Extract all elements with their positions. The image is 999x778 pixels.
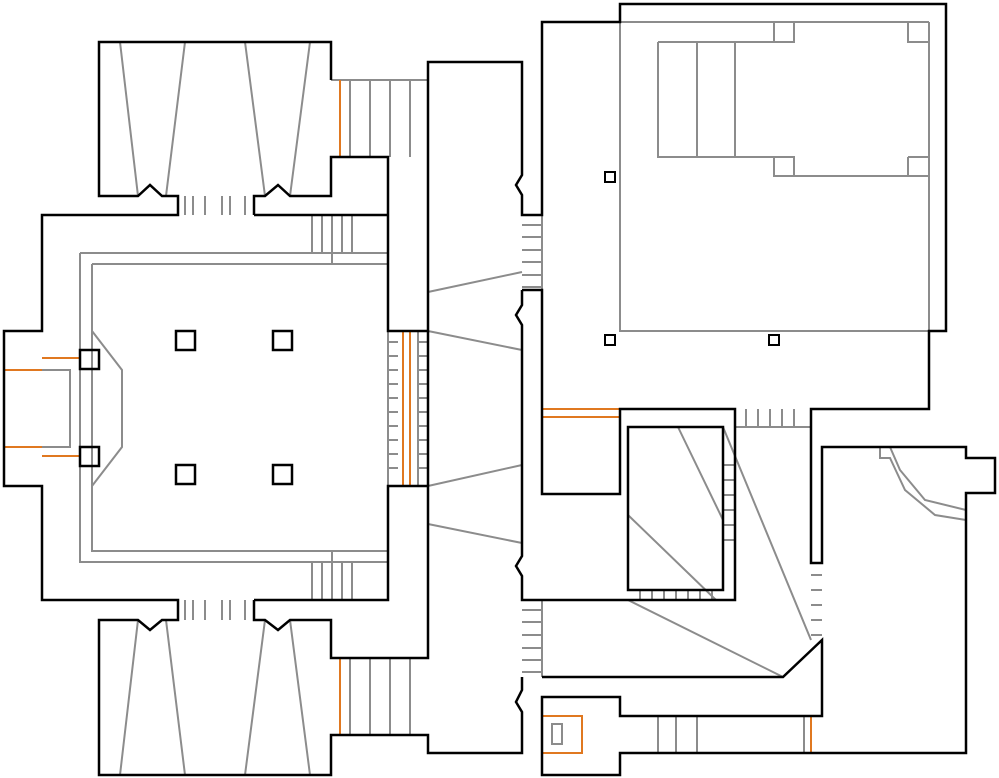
pillar bbox=[78, 348, 101, 371]
door-lines bbox=[4, 80, 812, 754]
pillar bbox=[271, 329, 294, 352]
switch bbox=[551, 723, 563, 745]
pillar bbox=[174, 329, 197, 352]
pillar bbox=[604, 171, 616, 183]
pillar bbox=[768, 334, 780, 346]
pillar bbox=[78, 445, 101, 468]
pillar bbox=[174, 463, 197, 486]
pillar bbox=[271, 463, 294, 486]
pillar bbox=[604, 334, 616, 346]
pillars bbox=[78, 171, 780, 745]
height-change-lines bbox=[42, 21, 967, 776]
